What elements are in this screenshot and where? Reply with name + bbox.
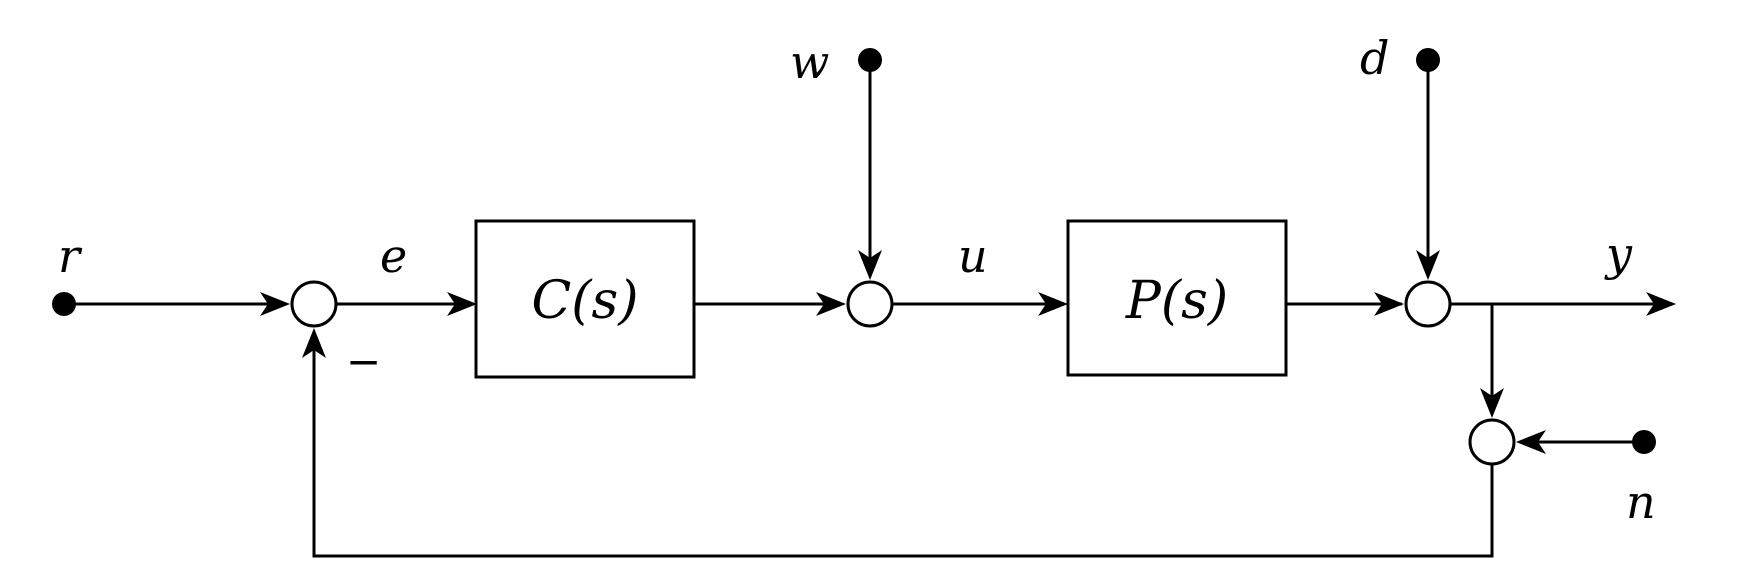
arrowhead-output-y bbox=[1646, 292, 1676, 316]
arrowhead-into-sum4-right bbox=[1516, 430, 1546, 454]
terminal-output-disturbance-dot bbox=[1416, 48, 1440, 72]
controller-label: C(s) bbox=[531, 271, 638, 331]
terminal-noise-dot bbox=[1632, 430, 1656, 454]
label-error: e bbox=[380, 229, 407, 283]
label-output-disturbance: d bbox=[1360, 31, 1389, 85]
plant-block bbox=[1066, 219, 1288, 377]
summing-junction-output-disturbance bbox=[1404, 280, 1452, 328]
label-control: u bbox=[958, 229, 988, 283]
terminal-input-disturbance-dot bbox=[858, 48, 882, 72]
summing-junction-error bbox=[290, 280, 338, 328]
plant-label: P(s) bbox=[1125, 271, 1228, 331]
feedback-sign-label: − bbox=[346, 337, 381, 386]
arrowhead-into-sum2-left bbox=[816, 292, 846, 316]
label-reference: r bbox=[58, 229, 83, 283]
label-output: y bbox=[1604, 227, 1633, 281]
summing-junction-noise bbox=[1468, 418, 1516, 466]
terminal-reference-dot bbox=[52, 292, 76, 316]
arrowhead-into-sum1 bbox=[260, 292, 290, 316]
arrowhead-into-sum2-top bbox=[858, 250, 882, 280]
arrowhead-into-sum3-top bbox=[1416, 250, 1440, 280]
arrowhead-into-plant bbox=[1038, 292, 1068, 316]
controller-block bbox=[474, 219, 696, 379]
summing-junction-input-disturbance bbox=[846, 280, 894, 328]
arrowhead-into-sum4-top bbox=[1480, 388, 1504, 418]
arrowhead-feedback-into-sum1 bbox=[302, 328, 326, 358]
label-noise: n bbox=[1626, 475, 1656, 529]
arrowhead-into-sum3-left bbox=[1374, 292, 1404, 316]
wire-feedback-path bbox=[312, 346, 1494, 558]
arrowhead-into-controller bbox=[447, 292, 477, 316]
label-input-disturbance: w bbox=[790, 35, 829, 89]
